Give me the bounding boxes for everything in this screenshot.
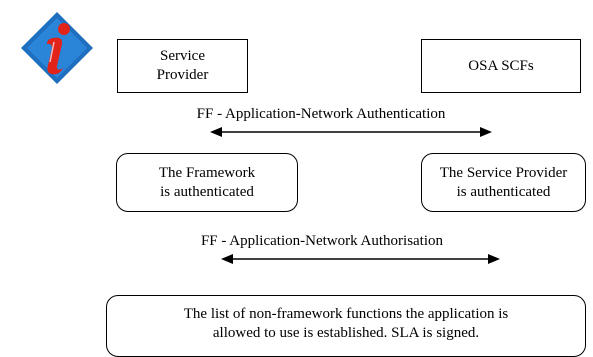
authentication-label: FF - Application-Network Authentication xyxy=(196,106,446,122)
authentication-arrow xyxy=(210,127,492,137)
info-logo-icon xyxy=(21,12,93,84)
authorisation-label: FF - Application-Network Authorisation xyxy=(200,233,444,249)
sla-statement-box: The list of non-framework functions the … xyxy=(106,295,586,357)
osa-scfs-box: OSA SCFs xyxy=(421,39,581,93)
authorisation-arrow xyxy=(221,254,500,264)
service-provider-box: Service Provider xyxy=(117,39,248,93)
framework-authenticated-box: The Framework is authenticated xyxy=(116,153,298,212)
service-provider-authenticated-box: The Service Provider is authenticated xyxy=(421,153,586,212)
